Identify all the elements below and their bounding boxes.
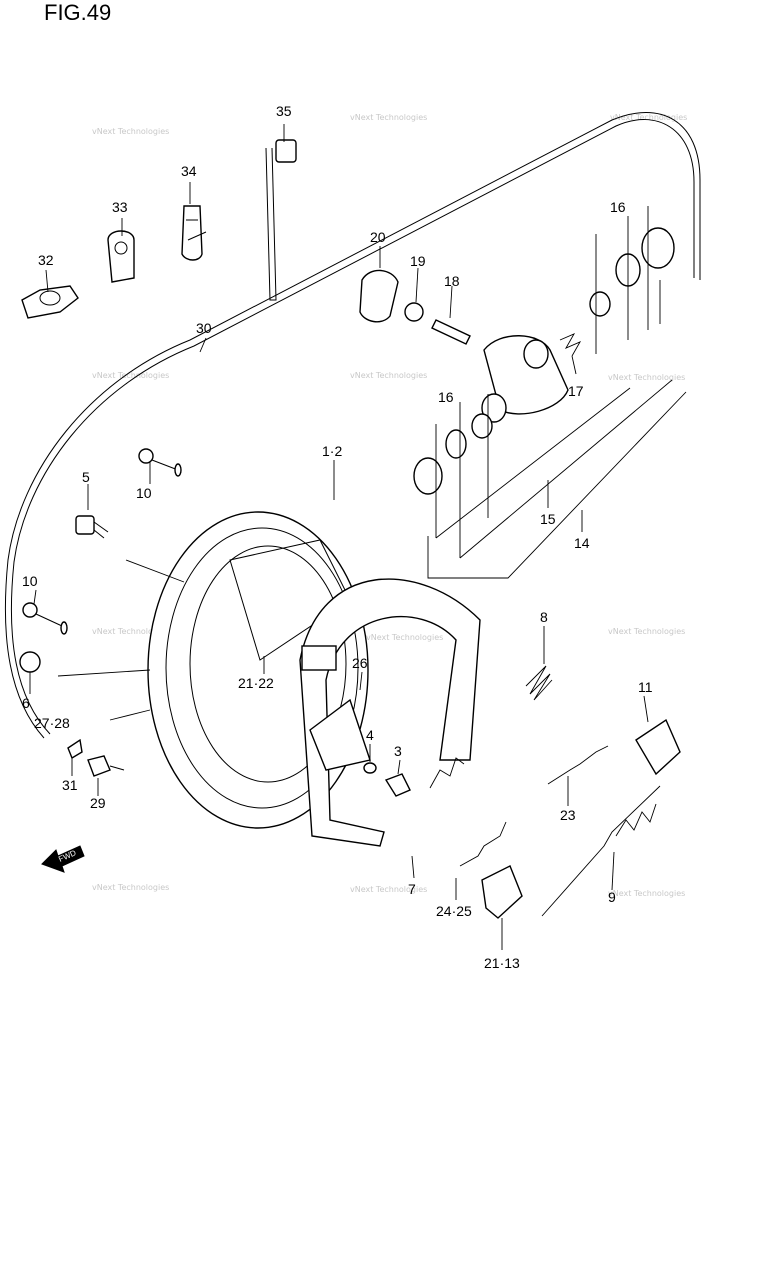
callout-15: 15 <box>540 511 556 527</box>
watermark: vNext Technologies <box>350 371 427 380</box>
pipe-clamp-32 <box>21 285 79 319</box>
callout-26: 26 <box>352 655 368 671</box>
watermark: vNext Technologies <box>92 371 169 380</box>
callout-3: 3 <box>394 743 402 759</box>
callout-20: 20 <box>370 229 386 245</box>
callout-14: 14 <box>574 535 590 551</box>
callout-8: 8 <box>540 609 548 625</box>
callout-31: 31 <box>62 777 78 793</box>
watermark: vNext Technologies <box>350 885 427 894</box>
watermark: vNext Technologies <box>608 627 685 636</box>
callout-21-22: 21·22 <box>238 675 274 691</box>
callout-27-28: 27·28 <box>34 715 70 731</box>
callout-32: 32 <box>38 252 54 268</box>
callout-7: 7 <box>408 881 416 897</box>
pin-3 <box>384 773 411 797</box>
nut-6 <box>19 651 41 673</box>
callout-29: 29 <box>90 795 106 811</box>
callout-18: 18 <box>444 273 460 289</box>
callout-10-upper: 10 <box>136 485 152 501</box>
callout-23: 23 <box>560 807 576 823</box>
callout-16-lower: 16 <box>438 389 454 405</box>
cap-31 <box>67 738 83 760</box>
return-spring-8 <box>525 665 553 701</box>
fwd-arrow-icon: FWD <box>41 845 85 873</box>
spring-lower <box>429 757 465 789</box>
cable-tie <box>265 139 297 301</box>
bolt-5 <box>75 515 109 539</box>
callout-30: 30 <box>196 320 212 336</box>
callout-17: 17 <box>568 383 584 399</box>
callout-34: 34 <box>181 163 197 179</box>
watermark: vNext Technologies <box>92 883 169 892</box>
callout-10-lower: 10 <box>22 573 38 589</box>
pipe-clamp-34 <box>181 205 207 261</box>
spring-9 <box>541 785 661 917</box>
brake-shoe <box>299 578 481 847</box>
bolt-10-upper <box>138 448 182 477</box>
watermark: vNext Technologies <box>366 633 443 642</box>
callout-19: 19 <box>410 253 426 269</box>
callout-21-13: 21·13 <box>484 955 520 971</box>
callout-11: 11 <box>638 679 653 695</box>
callout-4: 4 <box>366 727 374 743</box>
callout-5: 5 <box>82 469 90 485</box>
callout-9: 9 <box>608 889 616 905</box>
washer-4 <box>363 762 377 774</box>
callout-6: 6 <box>22 695 30 711</box>
callout-labels: 35 34 33 32 30 20 19 18 16 17 16 15 14 1… <box>22 103 653 971</box>
watermark: vNext Technologies <box>610 113 687 122</box>
watermark: vNext Technologies <box>92 127 169 136</box>
watermark: vNext Technologies <box>350 113 427 122</box>
spring-24-25 <box>459 821 507 867</box>
figure-title: FIG.49 <box>44 0 112 25</box>
brake-pipe <box>4 112 701 739</box>
bleeder-29 <box>87 755 125 777</box>
wheel-cylinder-assembly <box>359 206 687 579</box>
leader-lines <box>29 124 649 950</box>
adjuster-clip-11 <box>635 718 681 776</box>
callout-1-2: 1·2 <box>322 443 342 459</box>
clip-21-13 <box>481 865 523 919</box>
spring-23 <box>547 745 609 785</box>
callout-33: 33 <box>112 199 128 215</box>
bolt-10-lower <box>22 602 68 635</box>
watermarks: vNext Technologies vNext Technologies vN… <box>92 113 687 898</box>
callout-24-25: 24·25 <box>436 903 472 919</box>
watermark: vNext Technologies <box>608 889 685 898</box>
callout-16-upper: 16 <box>610 199 626 215</box>
pipe-clamp-33 <box>107 230 135 283</box>
callout-35: 35 <box>276 103 292 119</box>
watermark: vNext Technologies <box>92 627 169 636</box>
watermark: vNext Technologies <box>608 373 685 382</box>
